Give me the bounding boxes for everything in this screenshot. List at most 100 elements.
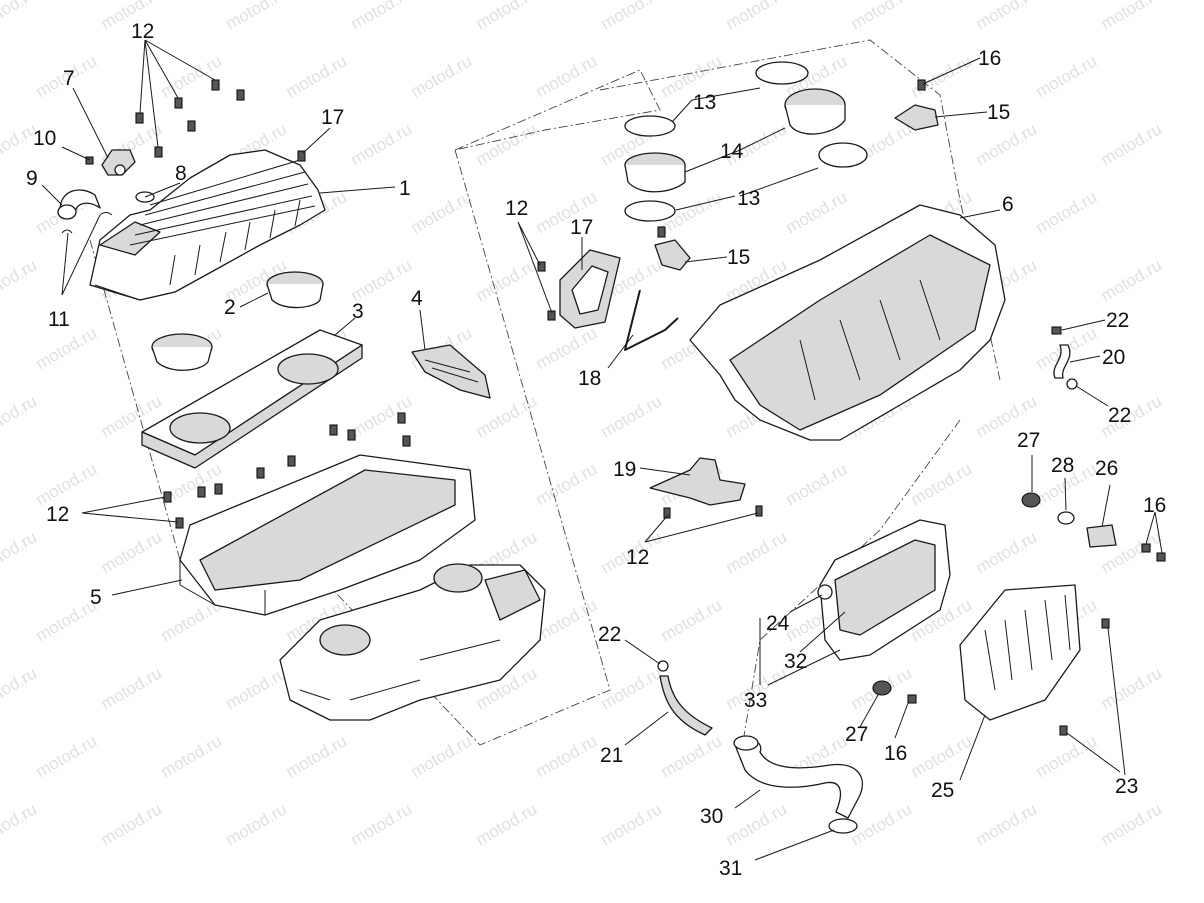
watermark-text: motod.ru (0, 255, 40, 305)
callout-6: 6 (1002, 193, 1014, 216)
callout-21: 21 (600, 744, 623, 767)
watermark-text: motod.ru (848, 0, 916, 33)
watermark-text: motod.ru (0, 663, 40, 713)
part-18-wire (624, 289, 679, 351)
watermark-text: motod.ru (598, 391, 666, 441)
watermark-text: motod.ru (98, 663, 166, 713)
watermark-text: motod.ru (1098, 0, 1166, 33)
callout-22: 22 (1108, 404, 1131, 427)
callout-19: 19 (613, 458, 636, 481)
watermark-text: motod.ru (473, 255, 541, 305)
watermark-text: motod.ru (533, 731, 601, 781)
callout-27: 27 (845, 723, 868, 746)
callout-32: 32 (784, 650, 807, 673)
watermark-text: motod.ru (223, 799, 291, 849)
part-28-washer (1057, 511, 1075, 525)
callout-25: 25 (931, 779, 954, 802)
watermark-text: motod.ru (973, 527, 1041, 577)
watermark-text: motod.ru (598, 799, 666, 849)
watermark-text: motod.ru (658, 595, 726, 645)
callout-16: 16 (1143, 494, 1166, 517)
part-15-sensors (654, 104, 939, 271)
watermark-text: motod.ru (0, 527, 40, 577)
callout-33: 33 (744, 689, 767, 712)
part-26-plate (1086, 524, 1117, 548)
watermark-text: motod.ru (973, 0, 1041, 33)
watermark-text: motod.ru (223, 663, 291, 713)
watermark-text: motod.ru (158, 51, 226, 101)
part-31-clamp (828, 818, 858, 834)
watermark-text: motod.ru (848, 799, 916, 849)
watermark-text: motod.ru (783, 459, 851, 509)
watermark-text: motod.ru (1098, 255, 1166, 305)
watermark-text: motod.ru (1098, 663, 1166, 713)
leader-lines (41, 39, 1163, 861)
part-2-intake-ducts (151, 271, 324, 371)
watermark-text: motod.ru (973, 799, 1041, 849)
callout-9: 9 (26, 167, 38, 190)
watermark-text: motod.ru (973, 119, 1041, 169)
callout-4: 4 (411, 287, 423, 310)
watermark-text: motod.ru (473, 0, 541, 33)
part-21-corrugated-hose (659, 675, 713, 736)
callout-28: 28 (1051, 454, 1074, 477)
watermark-text: motod.ru (723, 0, 791, 33)
callout-23: 23 (1115, 775, 1138, 798)
watermark-text: motod.ru (658, 731, 726, 781)
callout-30: 30 (700, 805, 723, 828)
part-17-gasket-plate (537, 249, 621, 329)
watermark-text: motod.ru (783, 187, 851, 237)
callout-16: 16 (884, 742, 907, 765)
part-7-bracket (101, 149, 136, 176)
callout-20: 20 (1102, 346, 1125, 369)
callout-15: 15 (727, 246, 750, 269)
watermark-text: motod.ru (908, 51, 976, 101)
callout-12: 12 (505, 197, 528, 220)
part-12-screws-middle (163, 412, 411, 529)
part-24-ecu-bracket (817, 519, 951, 661)
watermark-text: motod.ru (1033, 187, 1101, 237)
part-23-screws (1059, 618, 1110, 736)
part-11-hose-clips (61, 212, 113, 234)
callout-24: 24 (766, 612, 790, 635)
callout-13: 13 (693, 91, 716, 114)
watermark-text: motod.ru (348, 799, 416, 849)
callout-27: 27 (1017, 429, 1040, 452)
watermark-text: motod.ru (33, 731, 101, 781)
watermark-text: motod.ru (408, 731, 476, 781)
callout-17: 17 (570, 216, 593, 239)
callout-10: 10 (33, 127, 56, 150)
watermark-text: motod.ru (598, 0, 666, 33)
watermark-text: motod.ru (0, 799, 40, 849)
part-6-tray (689, 204, 1006, 441)
watermark-text: motod.ru (33, 459, 101, 509)
watermark-text: motod.ru (98, 527, 166, 577)
part-12-screws-top (135, 79, 245, 158)
part-3-air-filter (141, 329, 363, 469)
part-17-screw (297, 150, 306, 162)
part-27-grommets (872, 492, 1041, 696)
callout-16: 16 (978, 47, 1001, 70)
part-13-clamps (624, 61, 868, 222)
part-22-clips (657, 326, 1078, 672)
callout-18: 18 (578, 367, 601, 390)
throttle-body-assembly (279, 563, 546, 721)
part-19-bracket (649, 457, 763, 519)
watermark-text: motod.ru (0, 391, 40, 441)
watermark-text: motod.ru (348, 255, 416, 305)
watermark-text: motod.ru (408, 51, 476, 101)
assembly-outline-airbox (454, 69, 661, 151)
watermark-text: motod.ru (908, 459, 976, 509)
watermark-text: motod.ru (473, 119, 541, 169)
watermark-text: motod.ru (533, 459, 601, 509)
watermark-text: motod.ru (533, 323, 601, 373)
callout-3: 3 (352, 300, 364, 323)
watermark-text: motod.ru (723, 799, 791, 849)
watermark-text: motod.ru (283, 731, 351, 781)
callout-1: 1 (399, 177, 411, 200)
callout-labels: 12 7 10 9 8 17 1 11 2 3 4 12 5 13 14 13 … (26, 20, 1166, 880)
watermark-text: motod.ru (348, 0, 416, 33)
callout-31: 31 (719, 857, 742, 880)
callout-7: 7 (63, 67, 75, 90)
callout-22: 22 (1106, 309, 1129, 332)
